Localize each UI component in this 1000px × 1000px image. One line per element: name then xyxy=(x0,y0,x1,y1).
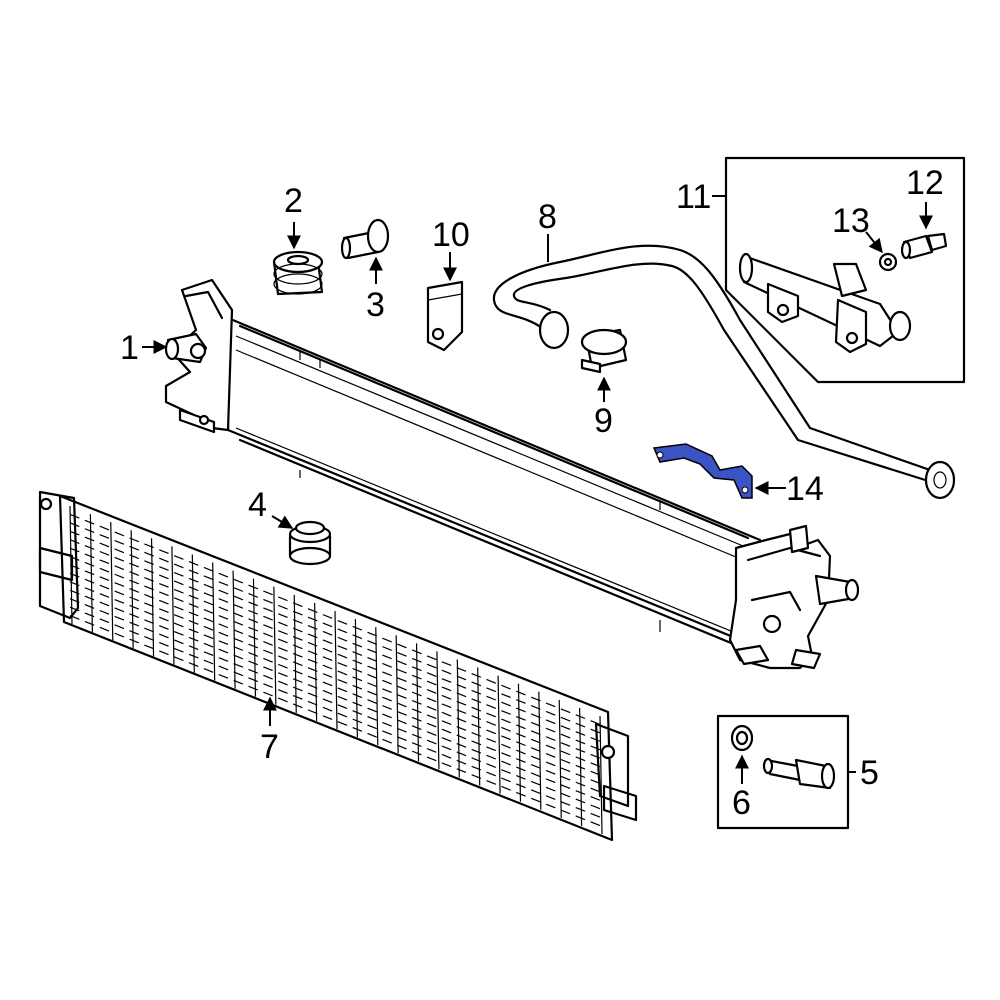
callout-1: 1 xyxy=(120,329,139,367)
grille-fin xyxy=(599,715,603,835)
sensor-box-5 xyxy=(716,714,856,830)
callout-13: 13 xyxy=(832,202,870,240)
callout-10: 10 xyxy=(432,216,470,254)
grommet-part-2[interactable] xyxy=(272,250,324,296)
grille-fin xyxy=(171,546,175,665)
condenser-grille[interactable] xyxy=(38,490,638,842)
seal-part-6[interactable] xyxy=(730,724,754,752)
pipe-assembly-box-11 xyxy=(724,156,966,384)
callout-8: 8 xyxy=(538,198,557,236)
highlighted-bracket xyxy=(652,443,753,499)
callout-7: 7 xyxy=(260,728,279,766)
callout-12: 12 xyxy=(906,164,944,202)
grille-fin xyxy=(212,562,216,681)
grille-fin xyxy=(110,522,114,641)
grille-fin xyxy=(273,586,277,705)
callout-5: 5 xyxy=(860,754,879,792)
leader-lines xyxy=(142,195,933,784)
bracket-part-14[interactable] xyxy=(652,443,753,499)
bleed-valve-part-12[interactable] xyxy=(900,232,948,260)
hose-part-8[interactable] xyxy=(492,244,956,500)
pin-part-3[interactable] xyxy=(340,218,390,260)
callout-4: 4 xyxy=(248,486,267,524)
callout-2: 2 xyxy=(284,182,303,220)
grille-fin xyxy=(436,651,440,770)
callout-3: 3 xyxy=(366,286,385,324)
washer-part-13[interactable] xyxy=(878,252,898,272)
pipe-assembly-part-11[interactable] xyxy=(738,252,912,354)
sensor-part-5[interactable] xyxy=(762,757,836,790)
grille-fin xyxy=(558,699,562,818)
callouts: 1 2 3 4 5 6 7 8 9 10 11 12 13 14 xyxy=(120,164,944,822)
callout-14: 14 xyxy=(786,470,824,508)
callout-9: 9 xyxy=(594,402,613,440)
clamp-part-9[interactable] xyxy=(580,328,628,374)
callout-6: 6 xyxy=(732,784,751,822)
grille-fin xyxy=(497,675,501,794)
callout-11: 11 xyxy=(676,178,711,216)
grille-fin xyxy=(334,610,338,730)
grille-fin xyxy=(395,635,399,754)
bracket-part-10[interactable] xyxy=(426,280,464,352)
radiator-assembly[interactable] xyxy=(164,278,860,670)
isolator-part-4[interactable] xyxy=(288,520,332,566)
